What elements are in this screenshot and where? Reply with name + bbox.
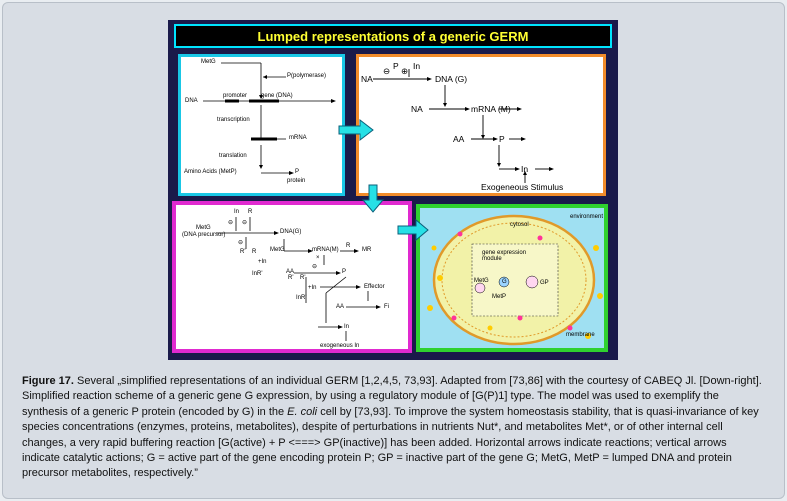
- panel-top-left: MetG P(polymerase) promoter gene (DNA) D…: [178, 54, 345, 196]
- right-arrow-icon-2: [397, 218, 429, 242]
- p-label: P: [295, 169, 300, 175]
- panel-bottom-left: In R ⊖ ⊖ MetG (DNA precursor) DNA(G) ⊖ R…: [172, 201, 412, 353]
- g-label: G: [502, 279, 507, 285]
- inhibit-symbol-2: ⊖: [242, 220, 248, 226]
- figure-title: Lumped representations of a generic GERM: [174, 24, 612, 48]
- cell-diagram: [427, 214, 603, 346]
- in-label-2: In: [521, 164, 529, 174]
- caption-text-1: Several „simplified representations of a…: [22, 375, 762, 418]
- gene-expression-module-label: gene expression module: [482, 250, 527, 262]
- exogeneous-stimulus-label: Exogeneous Stimulus: [481, 182, 564, 192]
- figure-label: Figure 17.: [22, 375, 74, 387]
- inr-label: InR': [252, 271, 263, 277]
- fi-label: Fi: [384, 304, 389, 310]
- p-regulator-label: P: [393, 61, 399, 71]
- aa-label: AA: [453, 134, 465, 144]
- na-label: NA: [361, 74, 373, 84]
- panel-top-right-arrows: [373, 69, 554, 183]
- membrane-label: membrane: [566, 332, 595, 338]
- right-arrow-icon: [338, 118, 374, 142]
- effector-label: Effector: [364, 284, 385, 290]
- gp-label: GP: [540, 280, 549, 286]
- aa-label-2: AA: [336, 304, 345, 310]
- figure-caption: Figure 17. Several „simplified represent…: [22, 374, 766, 482]
- metg-label: MetG: [201, 59, 216, 65]
- gene-label: gene (DNA): [261, 93, 293, 99]
- polymerase-label: P(polymerase): [287, 73, 327, 79]
- amino-acids-label: Amino Acids (MetP): [184, 169, 237, 175]
- mrna-m-label: mRNA(M): [312, 247, 339, 253]
- p-product-label: P: [499, 134, 505, 144]
- p-label: P: [342, 269, 347, 275]
- mrna-m-label: mRNA (M): [471, 104, 511, 114]
- na-label-2: NA: [411, 104, 423, 114]
- r-top-label: R: [346, 243, 351, 249]
- environment-label: environment: [570, 214, 604, 220]
- dna-g-label: DNA (G): [435, 74, 468, 84]
- r-prime-label-3: R': [300, 275, 306, 281]
- caption-italic: E. coli: [287, 405, 318, 418]
- r-label-2: R: [252, 249, 257, 255]
- promoter-label: promoter: [223, 93, 248, 99]
- inhibit-symbol-3: ⊖: [238, 240, 244, 246]
- panel-top-left-arrows: [203, 62, 336, 175]
- caption-text-2: cell by [73,93]. To improve the system h…: [22, 405, 759, 480]
- cytosol-label: cytosol: [510, 222, 529, 228]
- panel-top-right: NA ⊖ P ⊕ In DNA (G) NA mRNA (M) AA P In …: [356, 54, 606, 196]
- metg-label: MetG: [196, 225, 211, 231]
- r-prime-label: R': [240, 249, 246, 255]
- transcription-label: transcription: [217, 117, 250, 123]
- activate-symbol: ⊕: [401, 66, 409, 76]
- panel-bottom-left-arrows: [216, 217, 381, 341]
- translation-label: translation: [219, 153, 247, 159]
- cross-symbol: ×: [316, 255, 320, 261]
- dna-precursor-label: (DNA precursor): [182, 232, 226, 238]
- inhibit-symbol-1: ⊖: [228, 220, 234, 226]
- panel-bottom-right: cytosol environment gene expression modu…: [416, 204, 608, 352]
- metp-label: MetP: [492, 294, 507, 300]
- r-prime-label-2: R': [288, 275, 294, 281]
- inhibit-symbol: ⊖: [383, 66, 391, 76]
- down-arrow-icon: [361, 184, 385, 213]
- mrna-label: mRNA: [289, 135, 307, 141]
- in-label: In: [413, 61, 421, 71]
- inhibit-symbol-4: ⊖: [312, 264, 318, 270]
- protein-label: protein: [287, 178, 306, 184]
- r-label: R: [248, 209, 253, 215]
- metg-label: MetG: [474, 278, 489, 284]
- plus-in-label-2: +In: [308, 285, 317, 291]
- metg-label-2: MetG: [270, 247, 285, 253]
- dna-label: DNA: [185, 98, 198, 104]
- aa-label: AA: [286, 269, 295, 275]
- inr-label-2: InR': [296, 295, 307, 301]
- in-label: In: [234, 209, 240, 215]
- exogeneous-in-label: exogeneous In: [320, 343, 360, 349]
- in-label-2: In: [344, 324, 350, 330]
- mr-label: MR: [362, 247, 372, 253]
- dna-g-label: DNA(G): [280, 229, 302, 235]
- plus-in-label: +In: [258, 259, 267, 265]
